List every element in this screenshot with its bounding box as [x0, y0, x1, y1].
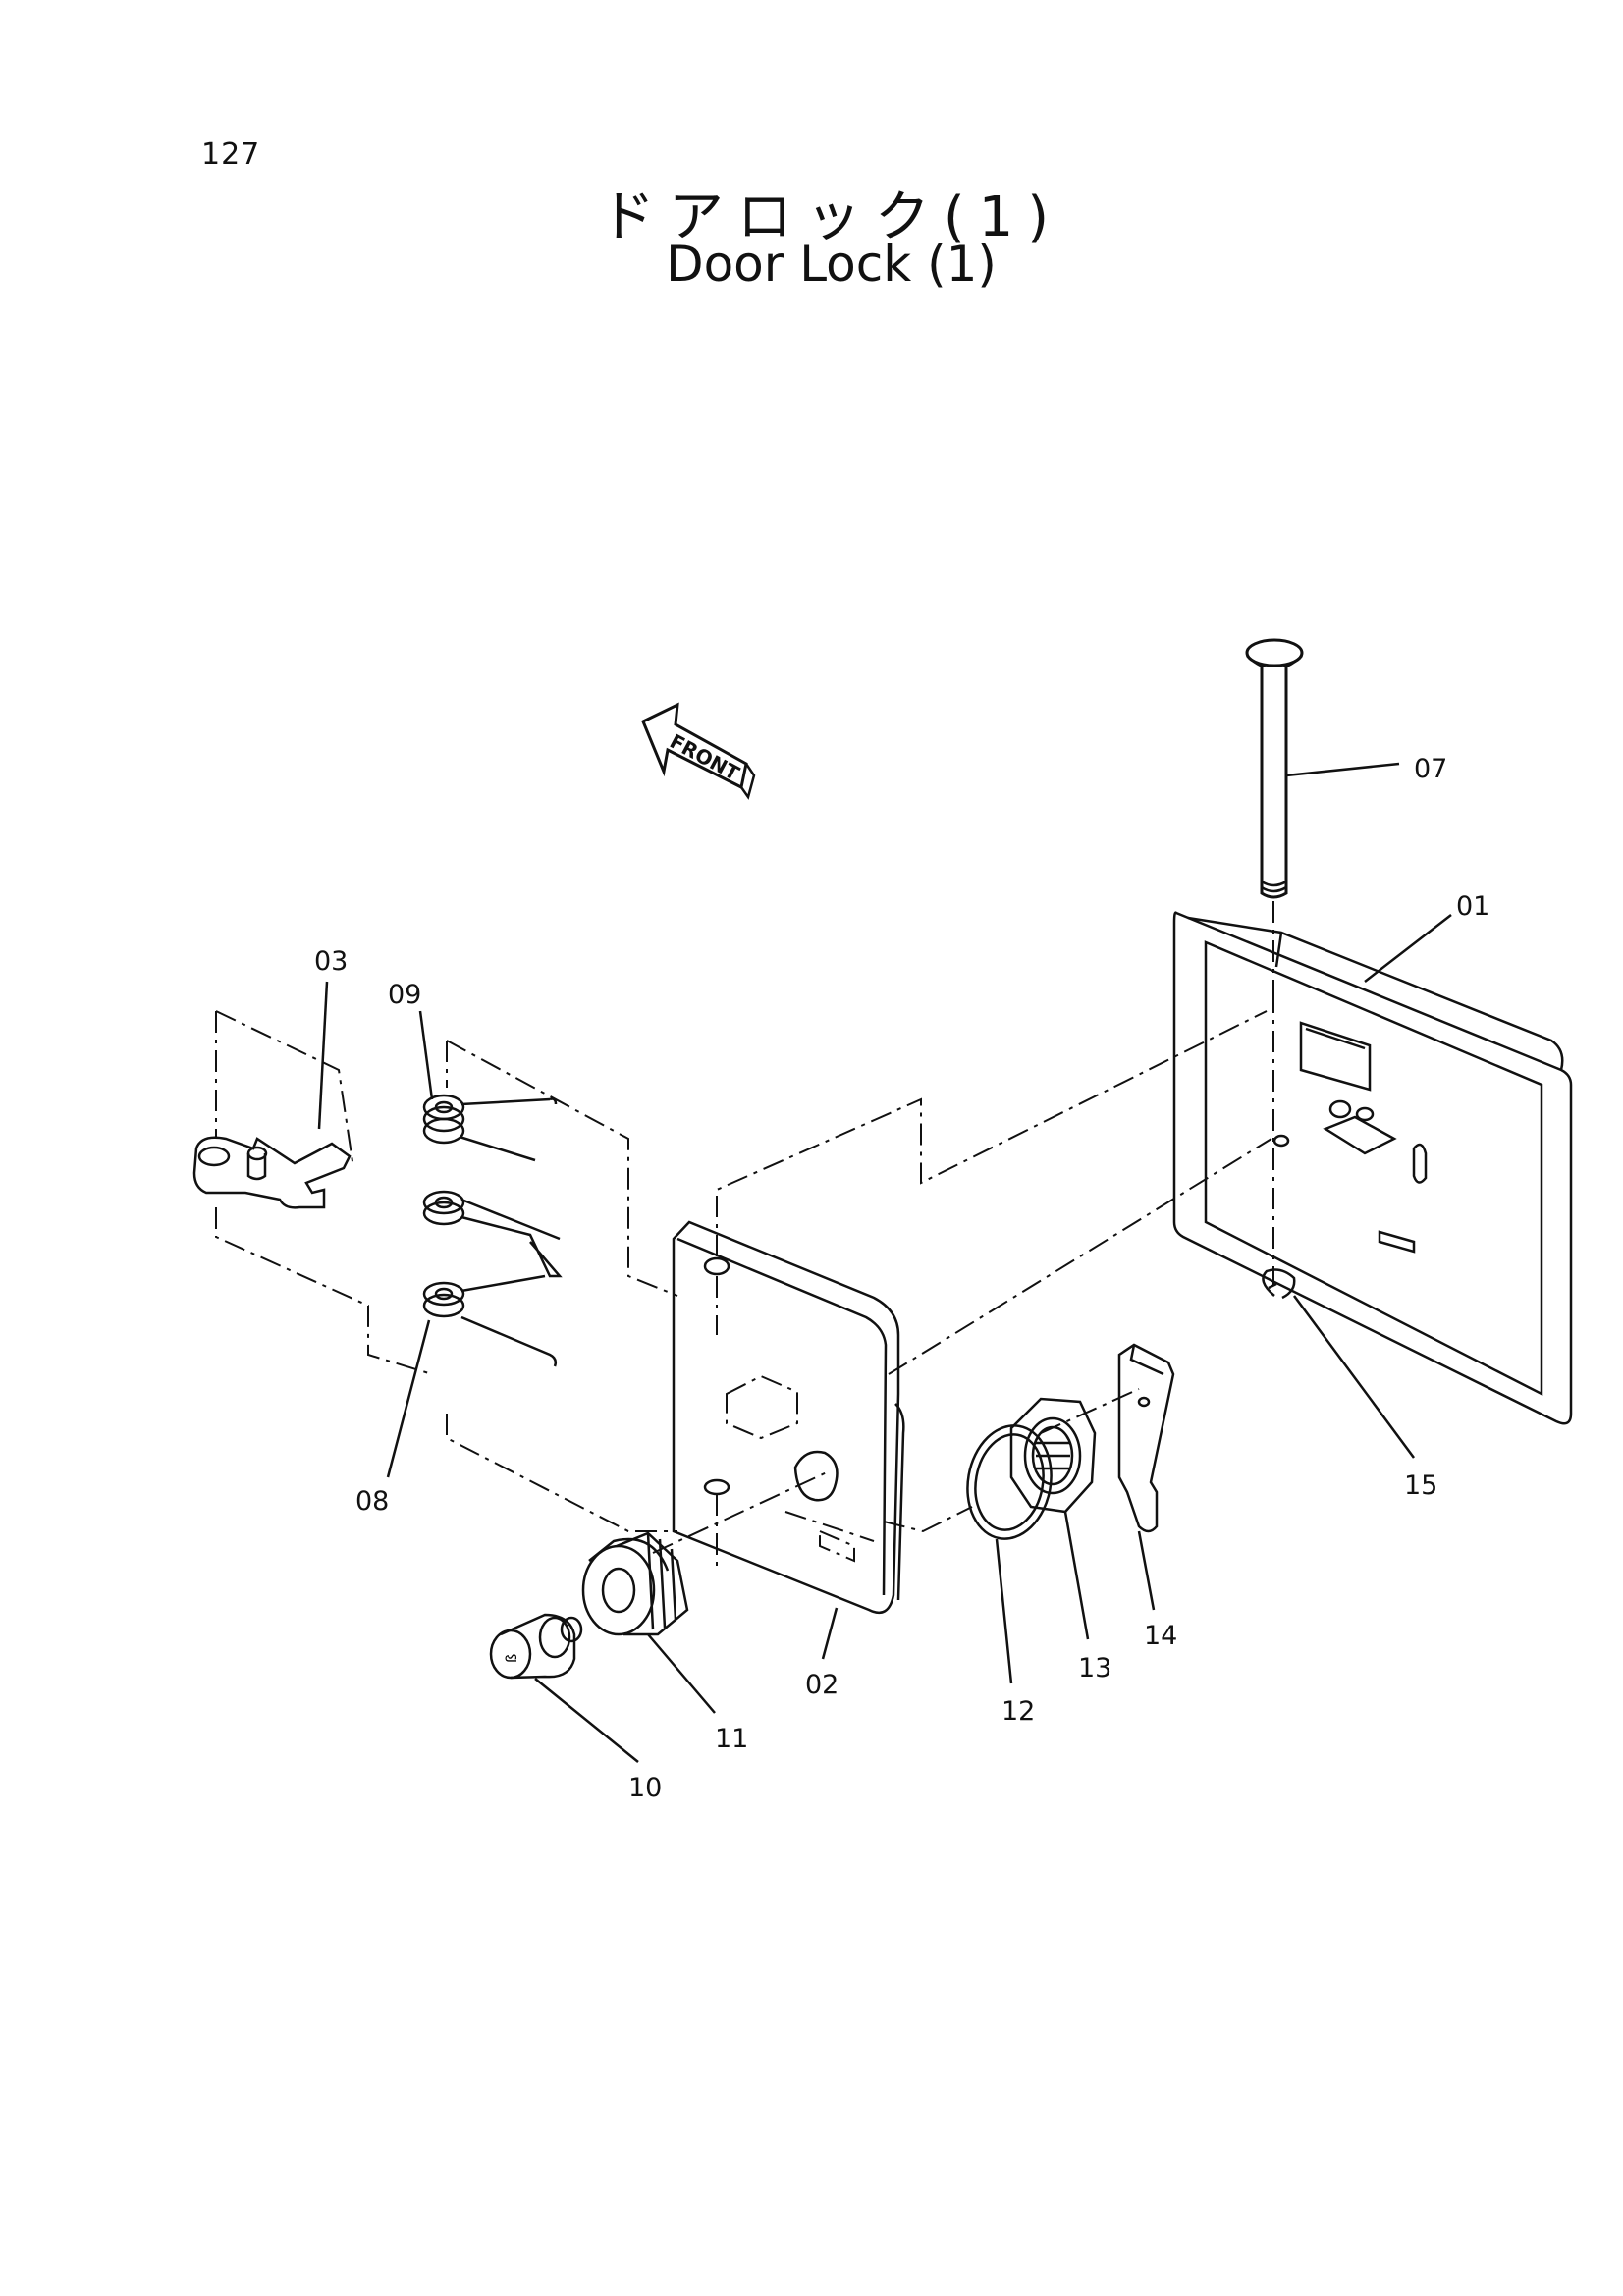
label-10: 10 — [628, 1773, 662, 1803]
label-01: 01 — [1456, 891, 1489, 922]
leader-lines — [317, 762, 1452, 1763]
label-14: 14 — [1144, 1621, 1177, 1651]
part-09-spring — [422, 1094, 558, 1162]
front-arrow-icon: FRONT — [641, 702, 756, 800]
label-13: 13 — [1078, 1653, 1111, 1683]
part-labels: 07 01 03 09 08 15 14 13 12 02 11 10 — [314, 754, 1489, 1803]
label-12: 12 — [1001, 1696, 1035, 1727]
part-10-key-cylinder: ß — [489, 1613, 583, 1680]
page-number: 127 — [201, 137, 261, 172]
label-03: 03 — [314, 946, 348, 977]
title-japanese: ドアロック(1) — [599, 186, 1063, 249]
label-08: 08 — [355, 1486, 389, 1517]
part-08-spring — [422, 1040, 678, 1532]
part-09-spring-middle — [422, 1190, 563, 1278]
part-03-latch — [192, 1010, 433, 1375]
svg-text:ß: ß — [503, 1654, 520, 1663]
part-14-lever — [1117, 1343, 1175, 1533]
assembly-lines — [652, 1010, 1272, 1554]
part-01-frame — [1172, 911, 1573, 1425]
part-02-lock-body — [672, 1220, 905, 1615]
title-english: Door Lock (1) — [666, 236, 997, 293]
label-15: 15 — [1404, 1470, 1437, 1501]
part-13-nut — [1009, 1397, 1097, 1514]
label-07: 07 — [1414, 754, 1447, 784]
part-12-o-ring — [966, 1424, 1053, 1540]
part-07-pin — [1245, 638, 1304, 991]
label-11: 11 — [715, 1724, 748, 1754]
part-15-clip — [1262, 1268, 1296, 1300]
label-02: 02 — [805, 1670, 839, 1700]
label-09: 09 — [388, 980, 421, 1010]
part-11-cylinder-housing — [581, 1531, 689, 1636]
